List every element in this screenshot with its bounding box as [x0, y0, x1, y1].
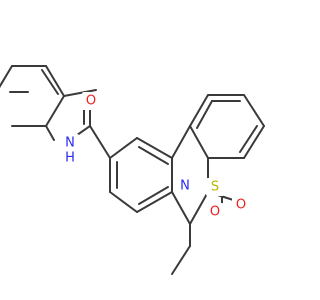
bond — [196, 100, 213, 129]
bond — [45, 125, 55, 141]
bond — [171, 125, 191, 159]
atom-background — [82, 92, 100, 110]
bond — [109, 191, 138, 213]
atom-background — [232, 196, 250, 214]
amide-nitrogen-label: N — [65, 136, 75, 151]
molecule-structure: O N H N S O O — [0, 65, 265, 275]
atom-background — [206, 178, 224, 196]
bond — [136, 137, 173, 159]
atoms: O N H N S O O — [61, 92, 250, 221]
bond — [138, 146, 169, 165]
bond — [45, 65, 65, 97]
atom-background — [61, 134, 79, 152]
bonds — [0, 65, 265, 275]
bond — [63, 89, 97, 97]
molecule-canvas: O N H N S O O — [0, 65, 265, 275]
bond — [171, 191, 191, 225]
atom-background — [206, 203, 224, 221]
sulfur-label: S — [211, 180, 219, 195]
ring-nitrogen-label: N — [180, 179, 190, 194]
bond — [45, 95, 65, 127]
bond — [41, 69, 59, 95]
bond — [89, 125, 111, 159]
bond — [189, 125, 209, 159]
atom-background — [176, 177, 194, 195]
bond — [243, 94, 265, 127]
bond — [239, 125, 258, 153]
bond — [189, 94, 209, 127]
sulfonyl-oxygen-label: O — [210, 205, 220, 220]
bond — [189, 191, 209, 225]
bond — [136, 191, 173, 213]
bond — [243, 125, 265, 159]
amide-oxygen-label: O — [86, 94, 96, 109]
amide-hydrogen-label: H — [65, 151, 75, 166]
bond — [138, 186, 169, 205]
bond — [171, 245, 191, 275]
bond — [109, 137, 138, 159]
bond — [0, 65, 13, 88]
sulfonyl-oxygen-label: O — [236, 198, 246, 213]
